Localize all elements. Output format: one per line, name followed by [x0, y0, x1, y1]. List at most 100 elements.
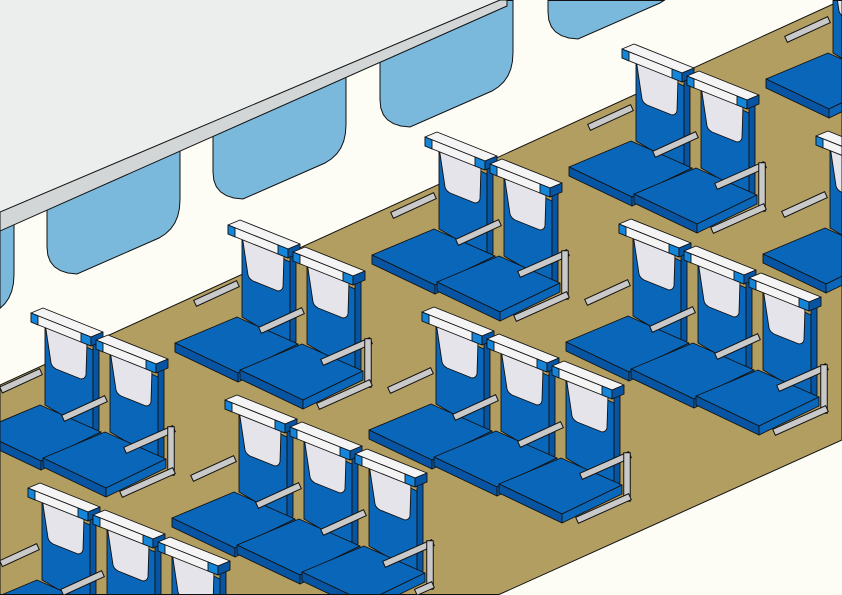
aisle-armrest-fill — [514, 292, 569, 321]
seat-back-side — [745, 278, 753, 372]
headrest-cover-cloth — [836, 0, 842, 17]
armrest-fill — [653, 132, 698, 157]
seat-back-side — [289, 252, 297, 346]
headrest-cover-cloth — [41, 497, 85, 555]
headrest-left-cap — [618, 223, 627, 237]
overhead-bin-edge — [0, 0, 508, 232]
headrest-left-cap — [289, 426, 298, 440]
headrest-left-cap — [27, 487, 36, 501]
headrest-left-cap — [157, 541, 166, 555]
headrest-side — [155, 358, 169, 374]
headrest-left-cap — [815, 135, 824, 149]
armrest-fill — [191, 456, 236, 481]
seat — [0, 307, 104, 471]
headrest-side — [414, 472, 428, 488]
headrest-left-cap — [92, 514, 101, 528]
headrest-left-cap — [489, 163, 498, 177]
headrest-left-cap — [748, 277, 757, 291]
seat-cushion-side — [696, 194, 758, 234]
overhead-bin — [0, 0, 508, 232]
seat — [498, 360, 632, 524]
headrest-cover-cloth — [106, 524, 150, 582]
headrest-left-cap — [421, 311, 430, 325]
armrest-fill — [0, 369, 42, 393]
headrest-cover-cloth — [435, 321, 479, 379]
aisle-armrest-fill — [773, 406, 828, 435]
headrest-left-cap — [292, 251, 301, 265]
headrest-side — [549, 182, 563, 198]
headrest-left-cap — [683, 250, 692, 264]
headrest-side — [611, 384, 625, 400]
seat-cushion-side — [499, 282, 561, 322]
headrest-side — [746, 94, 760, 110]
armrest-fill — [650, 307, 695, 332]
headrest-side — [217, 560, 231, 576]
headrest-cover-cloth — [700, 85, 744, 143]
headrest-cover-cloth — [109, 349, 153, 407]
headrest-left-cap — [686, 75, 695, 89]
seat — [436, 158, 570, 322]
headrest-left-cap — [354, 453, 363, 467]
headrest-cover-cloth — [635, 58, 679, 116]
armrest-fill — [782, 192, 827, 217]
seat-cushion-side — [302, 370, 364, 410]
aisle-armrest-fill — [711, 204, 766, 233]
seat-back-side — [486, 164, 494, 258]
aisle-armrest-fill — [415, 582, 434, 595]
seat-back-side — [748, 103, 756, 197]
aisle-armrest-fill — [777, 364, 828, 391]
seat-back-side — [354, 279, 362, 373]
headrest-side — [352, 270, 366, 286]
headrest-cover-cloth — [306, 261, 350, 319]
headrest-left-cap — [424, 136, 433, 150]
headrest-cover-cloth — [762, 287, 806, 345]
headrest-cover-cloth — [303, 436, 347, 494]
aisle-armrest-fill — [580, 452, 631, 479]
aisle-armrest-fill — [518, 250, 569, 277]
headrest-cover-cloth — [565, 375, 609, 433]
headrest-left-cap — [486, 338, 495, 352]
seat-back-side — [416, 481, 424, 575]
aisle-armrest-fill — [120, 468, 175, 497]
seat-back-side — [548, 366, 556, 460]
seat-back-side — [286, 427, 294, 521]
seat-back-side — [810, 305, 818, 399]
armrest-fill — [61, 571, 104, 595]
armrest-fill — [0, 544, 39, 566]
seat — [301, 448, 435, 595]
seat — [60, 509, 166, 595]
headrest-cover-cloth — [438, 146, 482, 204]
seat-back-side — [551, 191, 559, 285]
seat-back-side — [613, 393, 621, 487]
seat-cushion-side — [758, 396, 820, 436]
armrest-fill — [453, 395, 498, 420]
headrest-cover-cloth — [503, 173, 547, 231]
headrest-left-cap — [227, 224, 236, 238]
headrest-cover-cloth — [632, 233, 676, 291]
seat — [239, 246, 373, 410]
seat-back-side — [483, 339, 491, 433]
headrest-left-cap — [30, 312, 39, 326]
headrest-cover-cloth — [368, 463, 412, 521]
armrest-fill — [388, 368, 433, 393]
seat — [157, 536, 231, 595]
armrest-fill — [194, 281, 239, 306]
armrest-fill — [588, 105, 633, 130]
aisle-armrest-fill — [383, 540, 434, 567]
seat-cushion-side — [561, 484, 623, 524]
headrest-cover-cloth — [697, 260, 741, 318]
seat-back-side — [157, 367, 165, 461]
seat — [0, 482, 101, 595]
seat — [695, 272, 829, 436]
armrest-fill — [585, 280, 630, 305]
headrest-left-cap — [95, 339, 104, 353]
seat-back-side — [92, 340, 100, 434]
headrest-left-cap — [224, 399, 233, 413]
headrest-side — [808, 296, 822, 312]
headrest-cover-cloth — [238, 409, 282, 467]
seat — [42, 334, 176, 498]
seat-back-side — [351, 454, 359, 548]
headrest-cover-cloth — [500, 348, 544, 406]
